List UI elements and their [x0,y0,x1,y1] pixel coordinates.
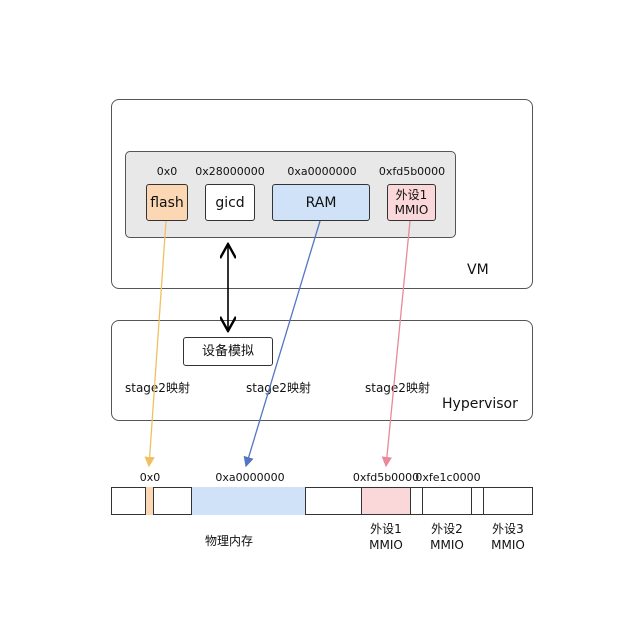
guest-region-periph1: 外设1 MMIO [387,184,436,221]
stage2-mapping-label-flash: stage2映射 [125,381,190,395]
physical-ram-segment [191,487,306,515]
hypervisor-label: Hypervisor [442,396,518,412]
physical-periph2-line2: MMIO [430,538,464,552]
vm-label: VM [467,262,489,278]
guest-addr-gicd: 0x28000000 [195,165,265,178]
ram-mapping-arrow [243,220,321,468]
physical-periph2-line1: 外设2 [431,522,463,536]
guest-periph1-line1: 外设1 [395,187,428,202]
flash-mapping-arrow [144,220,167,468]
physical-periph2-label: 外设2 MMIO [422,521,472,553]
phys-addr-ram: 0xa0000000 [215,471,285,484]
physical-periph1-box [361,487,411,515]
guest-region-flash: flash [146,184,188,221]
phys-addr-flash: 0x0 [139,471,161,484]
phys-addr-periph2: 0xfe1c0000 [415,471,481,484]
physical-memory-label: 物理内存 [205,534,254,548]
guest-region-gicd: gicd [205,184,255,221]
stage2-mapping-label-ram: stage2映射 [246,381,311,395]
phys-addr-periph1: 0xfd5b0000 [352,471,420,484]
stage2-mapping-label-periph: stage2映射 [365,381,430,395]
guest-addr-periph1: 0xfd5b0000 [378,165,446,178]
physical-periph1-label: 外设1 MMIO [361,521,411,553]
guest-periph1-line2: MMIO [394,202,429,217]
physical-periph1-line1: 外设1 [370,522,402,536]
guest-region-ram: RAM [272,184,370,221]
physical-periph1-line2: MMIO [369,538,403,552]
hypervisor-container [111,320,533,421]
guest-addr-flash: 0x0 [156,165,178,178]
physical-periph3-line2: MMIO [491,538,525,552]
physical-periph2-box [422,487,472,515]
physical-flash-segment [145,487,154,515]
physical-periph3-box [483,487,533,515]
guest-addr-ram: 0xa0000000 [287,165,357,178]
periph1-mapping-arrow [381,220,411,468]
physical-periph3-label: 外设3 MMIO [483,521,533,553]
device-emulation-box: 设备模拟 [183,337,273,366]
physical-periph3-line1: 外设3 [492,522,524,536]
